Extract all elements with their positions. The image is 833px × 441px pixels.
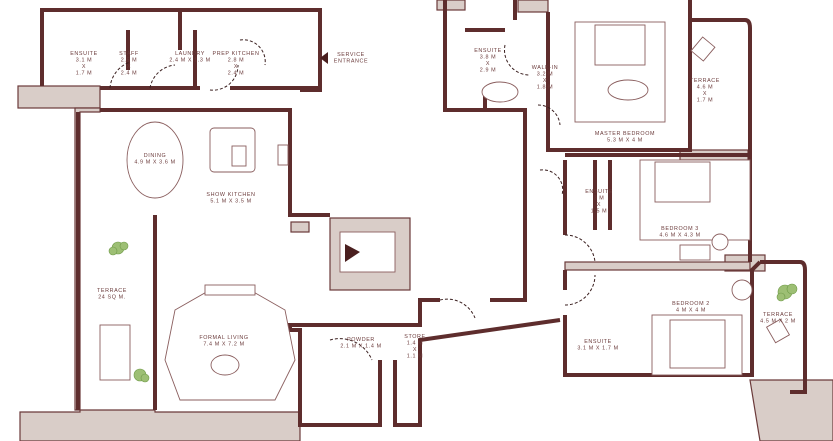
bathtub: [481, 81, 519, 103]
service-entrance-arrow-icon: [320, 52, 328, 64]
cooktop: [231, 145, 247, 167]
terrace-lounger: [99, 324, 131, 381]
dining-table: [126, 121, 184, 199]
door-swings: [109, 39, 596, 361]
plant-icons: [108, 241, 798, 383]
plant-icon: [108, 241, 129, 256]
plant-icon: [776, 283, 798, 302]
furniture: [99, 21, 791, 401]
plant-icon: [133, 368, 150, 383]
entrance-arrow-icon: [345, 244, 360, 262]
